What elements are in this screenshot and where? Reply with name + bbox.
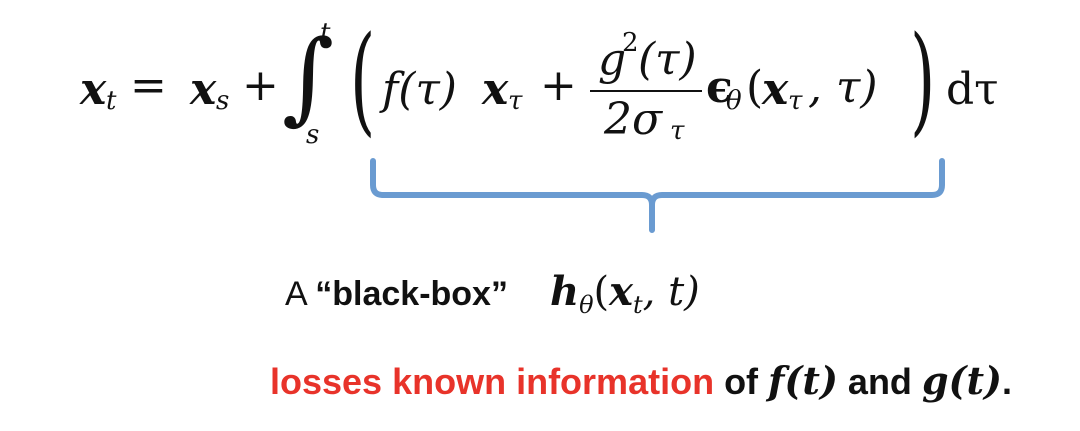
eps-args-rest: , τ) (808, 62, 878, 113)
integral-sign: ∫ (282, 18, 335, 135)
equals-sign: = (130, 60, 167, 111)
loss-f-arg: (t) (784, 358, 838, 403)
loss-of: of (714, 361, 769, 402)
h-symbol: h (549, 268, 580, 315)
blackbox-text: black-box (332, 275, 491, 313)
open-paren: ( (350, 10, 376, 148)
eps-arg-x: x (762, 64, 789, 115)
loss-highlight: losses known information (270, 361, 715, 402)
plus-sign: + (242, 60, 279, 111)
differential: dτ (946, 64, 999, 115)
loss-g-arg: (t) (948, 358, 1003, 403)
h-args-rest: , t) (642, 269, 700, 315)
h-open-paren: ( (593, 269, 610, 315)
integral-upper-limit: t (320, 18, 331, 48)
eps-arg-sub-tau: τ (788, 86, 803, 116)
f-x: x (482, 64, 509, 115)
h-arg-x: x (609, 268, 633, 315)
blackbox-label: A “black-box” hθ(xt, t) (285, 268, 700, 319)
frac-den-sub: τ (670, 116, 685, 146)
frac-num-sup: 2 (622, 28, 639, 58)
epsilon-sub-theta: θ (726, 86, 742, 116)
blackbox-open-quote: “ (315, 275, 333, 313)
term-sub-s: s (216, 86, 230, 116)
loss-period: . (1002, 361, 1013, 402)
blackbox-prefix: A (285, 275, 316, 313)
eps-open-paren: ( (746, 62, 764, 113)
lhs-x: x (80, 64, 107, 115)
loss-and: and (837, 361, 922, 402)
frac-den: 2σ (604, 94, 663, 145)
underbrace-icon (370, 158, 945, 233)
h-arg-sub-t: t (632, 291, 643, 319)
information-loss-note: losses known information of f(t) and g(t… (270, 358, 1012, 408)
frac-num-arg: (τ) (638, 34, 697, 85)
fraction-bar (590, 90, 702, 92)
integral-lower-limit: s (306, 120, 320, 150)
loss-g: g (921, 358, 949, 403)
close-paren: ) (910, 10, 936, 148)
lhs-sub-t: t (106, 86, 117, 116)
f-x-sub-tau: τ (508, 86, 523, 116)
f-tau: f(τ) (382, 64, 457, 115)
loss-f: f (768, 358, 785, 403)
ode-solution-equation: x t = x s + ∫ t s ( f(τ) x τ + g 2 (τ) 2… (30, 10, 1070, 160)
fraction: g 2 (τ) 2σ τ (590, 26, 702, 146)
blackbox-close-quote: ” (490, 275, 508, 313)
h-sub-theta: θ (579, 291, 594, 319)
term-x: x (190, 64, 217, 115)
frac-num-g: g (598, 34, 627, 85)
plus-sign-2: + (540, 60, 577, 111)
epsilon-symbol: ϵ (706, 62, 733, 113)
